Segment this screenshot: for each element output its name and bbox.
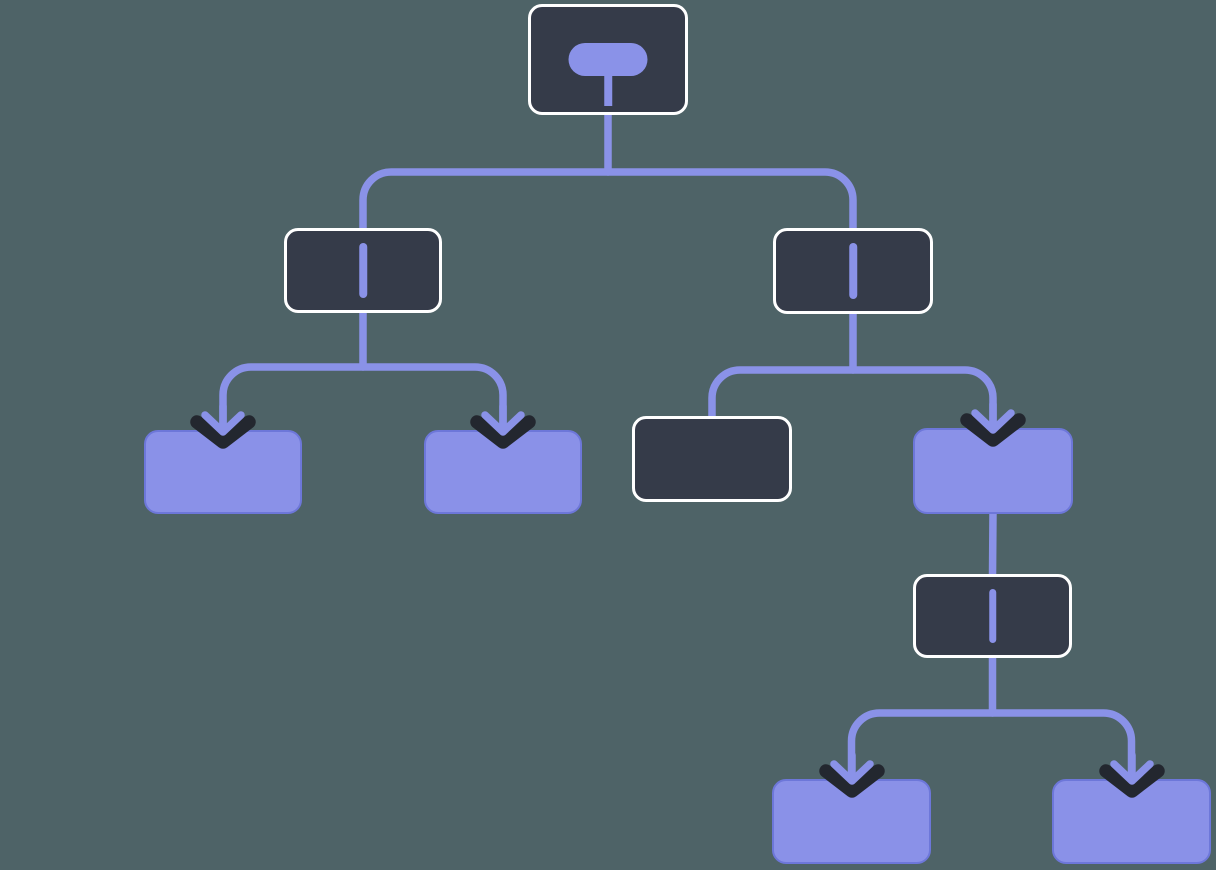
arrow-down-icon bbox=[960, 400, 1026, 447]
plain-node[interactable] bbox=[632, 416, 792, 502]
branch-node-left[interactable] bbox=[284, 228, 442, 313]
connector-line bbox=[359, 168, 857, 235]
arrow-chevron-purple bbox=[481, 411, 525, 436]
root-pill-icon bbox=[568, 43, 648, 76]
arrow-chevron-dark bbox=[190, 415, 256, 449]
connector-line bbox=[847, 709, 1136, 789]
arrow-down-icon bbox=[818, 751, 885, 798]
branch-node-right[interactable] bbox=[773, 228, 933, 314]
root-pill-stem bbox=[604, 71, 612, 106]
arrow-chevron-dark bbox=[470, 415, 536, 449]
branch-node-lower[interactable] bbox=[913, 574, 1072, 658]
arrow-chevron-purple bbox=[201, 411, 245, 436]
arrow-down-icon bbox=[470, 402, 536, 449]
arrow-down-icon bbox=[190, 402, 256, 449]
arrow-chevron-purple bbox=[971, 409, 1015, 434]
pass-through-line-icon bbox=[988, 589, 997, 643]
pass-through-line-icon bbox=[849, 243, 857, 299]
arrow-chevron-purple bbox=[829, 760, 874, 785]
root-node[interactable] bbox=[528, 4, 688, 115]
arrow-chevron-dark bbox=[818, 764, 885, 798]
arrow-chevron-dark bbox=[1098, 764, 1165, 798]
arrow-down-icon bbox=[1098, 751, 1165, 798]
connector-line bbox=[708, 366, 997, 438]
arrow-chevron-dark bbox=[960, 413, 1026, 447]
pass-through-line-icon bbox=[359, 243, 367, 298]
connector-line bbox=[988, 508, 997, 581]
connector-line bbox=[219, 363, 507, 440]
arrow-chevron-purple bbox=[1109, 760, 1154, 785]
